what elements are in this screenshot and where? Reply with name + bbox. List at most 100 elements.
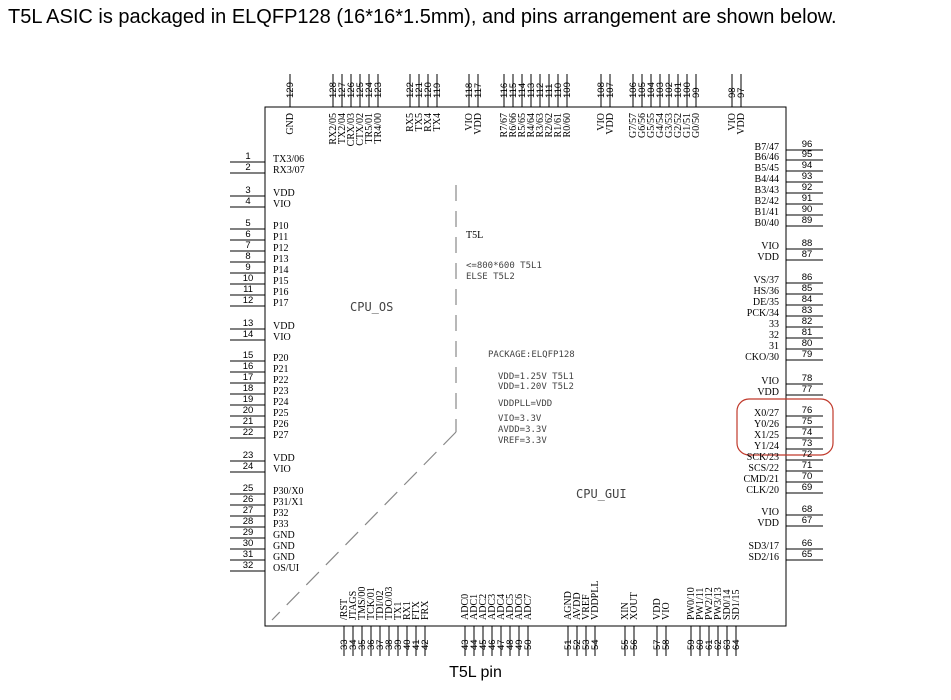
pin-name: P27 <box>273 430 289 441</box>
pin-name: PW0/10 <box>686 587 697 620</box>
pin-name: TDI/02 <box>375 591 386 620</box>
spec-line: VIO=3.3V <box>498 414 542 424</box>
pin-number: 62 <box>713 639 724 650</box>
pin-number: 96 <box>802 139 813 150</box>
pin-name: P20 <box>273 353 289 364</box>
pin-number: 72 <box>802 449 813 460</box>
pin-number: 115 <box>508 83 519 98</box>
pin-name: P15 <box>273 276 289 287</box>
pin-name: ADC6 <box>514 594 525 620</box>
pin-number: 84 <box>802 294 813 305</box>
chip-name: T5L <box>466 230 483 241</box>
pin-number: 81 <box>802 327 813 338</box>
pin-number: 51 <box>563 639 574 650</box>
pin-name: P14 <box>273 265 289 276</box>
pin-name: PCK/34 <box>747 308 779 319</box>
chip-body <box>264 106 787 627</box>
pin-number: 65 <box>802 549 813 560</box>
pin-name: OS/UI <box>273 563 299 574</box>
pin-number: 40 <box>402 639 413 650</box>
pin-name: RX1 <box>402 601 413 620</box>
pin-name: RX4 <box>423 113 434 132</box>
pin-name: ADC1 <box>469 594 480 620</box>
pin-name: B5/45 <box>755 163 779 174</box>
pin-name: ADC5 <box>505 594 516 620</box>
pin-name: XIN <box>620 602 631 620</box>
pin-name: TR4/00 <box>373 113 384 144</box>
pin-number: 61 <box>704 639 715 650</box>
pin-number: 117 <box>473 83 484 98</box>
pin-number: 18 <box>243 383 254 394</box>
pin-number: 64 <box>731 639 742 650</box>
pin-name: VDD <box>473 113 484 135</box>
pin-number: 110 <box>553 83 564 98</box>
pin-number: 119 <box>432 83 443 98</box>
pin-name: VIO <box>273 464 291 475</box>
pin-name: RX2/05 <box>328 113 339 145</box>
pin-number: 83 <box>802 305 813 316</box>
pin-number: 37 <box>375 639 386 650</box>
pin-name: SD1/15 <box>731 589 742 620</box>
pin-name: R4/64 <box>526 113 537 137</box>
pin-number: 29 <box>243 527 254 538</box>
pin-name: SCK/23 <box>747 452 779 463</box>
pin-number: 123 <box>373 82 384 98</box>
pin-number: 80 <box>802 338 813 349</box>
pin-name: ADC7 <box>523 594 534 620</box>
pin-number: 4 <box>245 196 250 207</box>
pin-number: 86 <box>802 272 813 283</box>
pin-number: 75 <box>802 416 813 427</box>
pin-name: G7/57 <box>628 113 639 138</box>
pin-number: 12 <box>243 295 254 306</box>
pin-name: P31/X1 <box>273 497 304 508</box>
pin-name: B2/42 <box>755 196 779 207</box>
pin-name: VDD <box>273 188 295 199</box>
pin-number: 70 <box>802 471 813 482</box>
pin-number: 5 <box>245 218 250 229</box>
pin-number: 129 <box>285 82 296 98</box>
pin-name: ADC4 <box>496 594 507 620</box>
pin-number: 106 <box>628 82 639 98</box>
pin-name: R5/65 <box>517 113 528 137</box>
spec-line: AVDD=3.3V <box>498 425 547 435</box>
pin-name: VDD <box>273 321 295 332</box>
pin-number: 45 <box>478 639 489 650</box>
pin-number: 109 <box>562 82 573 98</box>
package-label: PACKAGE:ELQFP128 <box>488 350 575 360</box>
pin-name: VIO <box>596 113 607 131</box>
pin-number: 19 <box>243 394 254 405</box>
pin-number: 39 <box>393 639 404 650</box>
chip-note-2: ELSE T5L2 <box>466 272 515 282</box>
pin-name: GND <box>273 541 295 552</box>
pin-name: VIO <box>761 241 779 252</box>
pin-name: VDD <box>652 598 663 620</box>
pin-name: 32 <box>769 330 779 341</box>
pin-name: HS/36 <box>753 286 779 297</box>
pin-number: 13 <box>243 318 254 329</box>
spec-line: VREF=3.3V <box>498 436 547 446</box>
pin-number: 85 <box>802 283 813 294</box>
pin-number: 118 <box>464 83 475 98</box>
pin-number: 63 <box>722 639 733 650</box>
pin-number: 73 <box>802 438 813 449</box>
pin-name: TX3/06 <box>273 154 304 165</box>
touch-pins-highlight <box>736 398 834 456</box>
pin-number: 112 <box>535 83 546 98</box>
pin-name: TX2/04 <box>337 113 348 144</box>
pin-number: 35 <box>357 639 368 650</box>
pin-number: 16 <box>243 361 254 372</box>
pin-number: 127 <box>337 82 348 98</box>
pin-number: 25 <box>243 483 254 494</box>
pin-name: G6/56 <box>637 113 648 138</box>
pin-name: VS/37 <box>753 275 779 286</box>
pin-name: P33 <box>273 519 289 530</box>
pin-number: 126 <box>346 82 357 98</box>
pin-number: 103 <box>655 82 666 98</box>
pin-name: G4/54 <box>655 113 666 138</box>
pin-name: G1/51 <box>682 113 693 138</box>
pin-name: VIO <box>761 376 779 387</box>
pin-name: VIO <box>464 113 475 131</box>
pin-name: R1/61 <box>553 113 564 137</box>
region-label-os: CPU_OS <box>350 300 393 314</box>
pin-number: 79 <box>802 349 813 360</box>
